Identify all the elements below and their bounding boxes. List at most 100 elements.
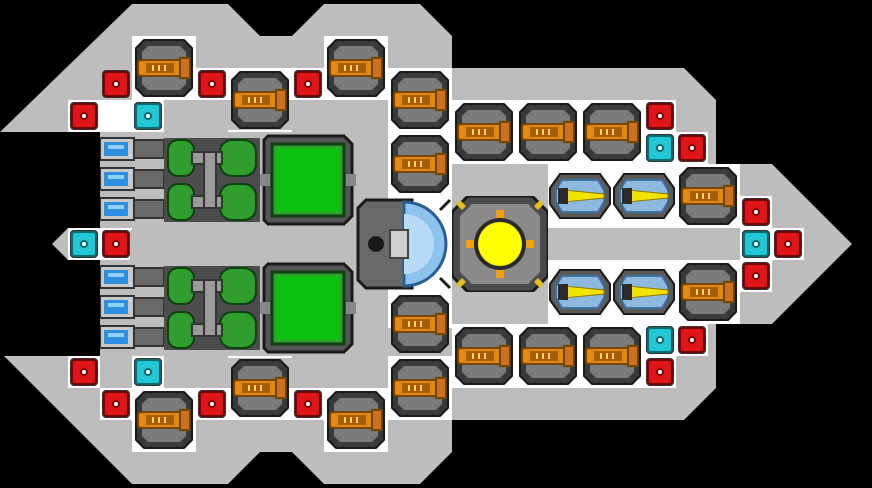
armor-block-cyan[interactable] [132, 356, 164, 388]
hull-nose-tip [52, 228, 68, 260]
module-cannon-turret-icon [327, 391, 385, 449]
armor-block-cyan[interactable] [644, 324, 676, 356]
module-laser-turret-icon [613, 269, 675, 315]
armor-block-red[interactable] [676, 324, 708, 356]
module-engine-pipes[interactable] [164, 260, 260, 356]
module-cannon-turret-icon [519, 327, 577, 385]
module-reactor[interactable] [452, 196, 548, 292]
module-cannon-turret[interactable] [388, 356, 452, 420]
module-cannon-turret[interactable] [132, 36, 196, 100]
armor-block-red-icon [774, 230, 802, 258]
module-cannon-turret[interactable] [388, 292, 452, 356]
module-cannon-turret-icon [455, 327, 513, 385]
armor-block-red-icon [198, 390, 226, 418]
module-cannon-turret-icon [455, 103, 513, 161]
armor-block-cyan[interactable] [132, 100, 164, 132]
armor-block-cyan[interactable] [740, 228, 772, 260]
armor-block-cyan-icon [646, 326, 674, 354]
module-cannon-turret-icon [327, 39, 385, 97]
armor-block-cyan-icon [742, 230, 770, 258]
module-laser-turret-icon [613, 173, 675, 219]
armor-block-red-icon [742, 198, 770, 226]
module-cannon-turret[interactable] [516, 100, 580, 164]
armor-block-red-icon [70, 358, 98, 386]
armor-block-red[interactable] [100, 68, 132, 100]
module-cannon-turret-icon [519, 103, 577, 161]
armor-block-red-icon [646, 358, 674, 386]
module-laser-turret-icon [549, 173, 611, 219]
module-cannon-turret[interactable] [516, 324, 580, 388]
module-laser-turret[interactable] [548, 164, 612, 228]
module-cannon-turret[interactable] [452, 100, 516, 164]
module-cannon-turret-icon [231, 359, 289, 417]
module-laser-turret-icon [549, 269, 611, 315]
armor-block-red-icon [678, 326, 706, 354]
armor-block-red[interactable] [292, 388, 324, 420]
module-cannon-turret-icon [679, 167, 737, 225]
corridor-fore [548, 230, 738, 258]
module-engine-pipes-icon [164, 266, 260, 350]
module-laser-turret[interactable] [612, 260, 676, 324]
armor-block-red[interactable] [196, 68, 228, 100]
armor-block-red-icon [678, 134, 706, 162]
armor-block-red[interactable] [100, 228, 132, 260]
module-engine-pipes[interactable] [164, 132, 260, 228]
module-cannon-turret[interactable] [452, 324, 516, 388]
module-cannon-turret[interactable] [580, 324, 644, 388]
module-engine-pipes-icon [164, 138, 260, 222]
armor-block-cyan-icon [134, 358, 162, 386]
module-cannon-turret-icon [679, 263, 737, 321]
module-cockpit-icon [356, 198, 452, 290]
module-cannon-turret-icon [391, 359, 449, 417]
module-thruster-bank[interactable] [100, 260, 164, 356]
module-cannon-turret[interactable] [388, 132, 452, 196]
module-cannon-turret[interactable] [132, 388, 196, 452]
module-cockpit[interactable] [356, 196, 452, 292]
module-cannon-turret[interactable] [676, 260, 740, 324]
module-cannon-turret[interactable] [324, 36, 388, 100]
module-cannon-turret[interactable] [580, 100, 644, 164]
armor-block-cyan-icon [134, 102, 162, 130]
module-fuel-tank-icon [260, 134, 356, 226]
armor-block-red-icon [646, 102, 674, 130]
module-cannon-turret-icon [231, 71, 289, 129]
module-cannon-turret[interactable] [228, 68, 292, 132]
module-cannon-turret-icon [391, 135, 449, 193]
armor-block-red-icon [102, 70, 130, 98]
armor-block-cyan-icon [646, 134, 674, 162]
armor-block-red-icon [294, 390, 322, 418]
module-slot [100, 100, 132, 132]
armor-block-red[interactable] [740, 260, 772, 292]
armor-block-red[interactable] [772, 228, 804, 260]
armor-block-red[interactable] [100, 388, 132, 420]
module-cannon-turret[interactable] [676, 164, 740, 228]
armor-block-red[interactable] [68, 100, 100, 132]
armor-block-red[interactable] [644, 356, 676, 388]
module-fuel-tank-icon [260, 262, 356, 354]
module-cannon-turret-icon [135, 391, 193, 449]
module-thruster-bank-icon [100, 137, 164, 221]
module-fuel-tank[interactable] [260, 132, 356, 228]
armor-block-red[interactable] [644, 100, 676, 132]
module-cannon-turret[interactable] [324, 388, 388, 452]
module-cannon-turret[interactable] [228, 356, 292, 420]
module-reactor-icon [452, 196, 548, 292]
module-cannon-turret-icon [583, 327, 641, 385]
module-thruster-bank-icon [100, 265, 164, 349]
armor-block-red[interactable] [676, 132, 708, 164]
armor-block-red[interactable] [740, 196, 772, 228]
module-thruster-bank[interactable] [100, 132, 164, 228]
armor-block-red[interactable] [292, 68, 324, 100]
armor-block-red-icon [102, 230, 130, 258]
module-laser-turret[interactable] [612, 164, 676, 228]
module-cannon-turret[interactable] [388, 68, 452, 132]
armor-block-red[interactable] [68, 356, 100, 388]
module-fuel-tank[interactable] [260, 260, 356, 356]
corridor-spine [130, 230, 360, 260]
armor-block-red[interactable] [196, 388, 228, 420]
armor-block-cyan[interactable] [68, 228, 100, 260]
module-laser-turret[interactable] [548, 260, 612, 324]
armor-block-red-icon [70, 102, 98, 130]
armor-block-cyan[interactable] [644, 132, 676, 164]
